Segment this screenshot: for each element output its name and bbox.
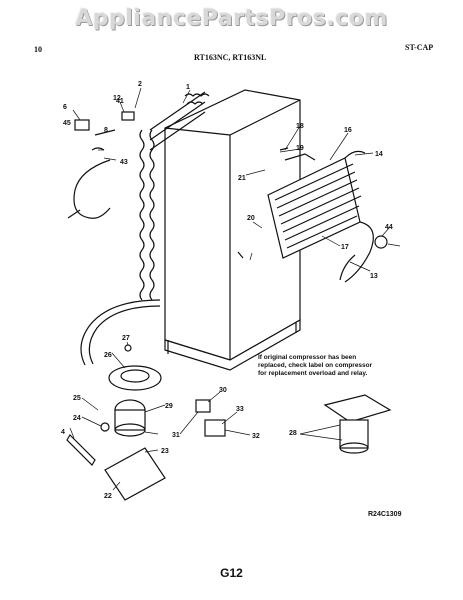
callout: 18 [296, 123, 304, 130]
callout: 22 [104, 493, 112, 500]
callout: 28 [289, 430, 297, 437]
section-code: ST-CAP [405, 43, 434, 52]
callout: 21 [238, 175, 246, 182]
callout: 2 [138, 81, 142, 88]
callout: 19 [296, 145, 304, 152]
callout: 8 [104, 127, 108, 134]
callout: 30 [219, 387, 227, 394]
callout: 13 [370, 273, 378, 280]
callout: 33 [236, 406, 244, 413]
model-numbers: RT163NC, RT163NL [194, 53, 267, 62]
callout: 26 [104, 352, 112, 359]
condenser-coil [139, 91, 210, 301]
callout: 45 [63, 120, 71, 127]
callout: 17 [341, 244, 349, 251]
reference-number: R24C1309 [368, 511, 402, 518]
callout: 14 [375, 151, 383, 158]
callout: 6 [63, 104, 67, 111]
callout: 31 [172, 432, 180, 439]
callout: 41 [116, 98, 124, 105]
footer-code: G12 [220, 566, 243, 580]
watermark: AppliancePartsPros.com [75, 6, 388, 31]
callout: 20 [247, 215, 255, 222]
compressor-note: If original compressor has been replaced… [258, 354, 373, 377]
callout-labels: 1 2 4 6 8 12 13 14 16 17 18 19 20 21 22 … [61, 81, 393, 500]
compressor-assembly [66, 394, 392, 501]
callout: 16 [344, 127, 352, 134]
callout: 1 [186, 84, 190, 91]
callout: 23 [161, 448, 169, 455]
drain-pan-assembly [80, 299, 162, 391]
refrigerator-cabinet [164, 89, 301, 371]
callout: 4 [61, 429, 65, 436]
callout: 27 [122, 335, 130, 342]
leader-lines [69, 87, 401, 491]
callout: 32 [252, 433, 260, 440]
drier-and-fittings [339, 235, 388, 281]
page-number: 10 [34, 45, 42, 54]
callout: 12 [113, 95, 121, 102]
wiring-harness [67, 111, 135, 219]
evaporator [267, 147, 374, 283]
callout: 43 [120, 159, 128, 166]
callout: 44 [385, 224, 393, 231]
callout: 29 [165, 403, 173, 410]
callout: 24 [73, 415, 81, 422]
callout: 25 [73, 395, 81, 402]
